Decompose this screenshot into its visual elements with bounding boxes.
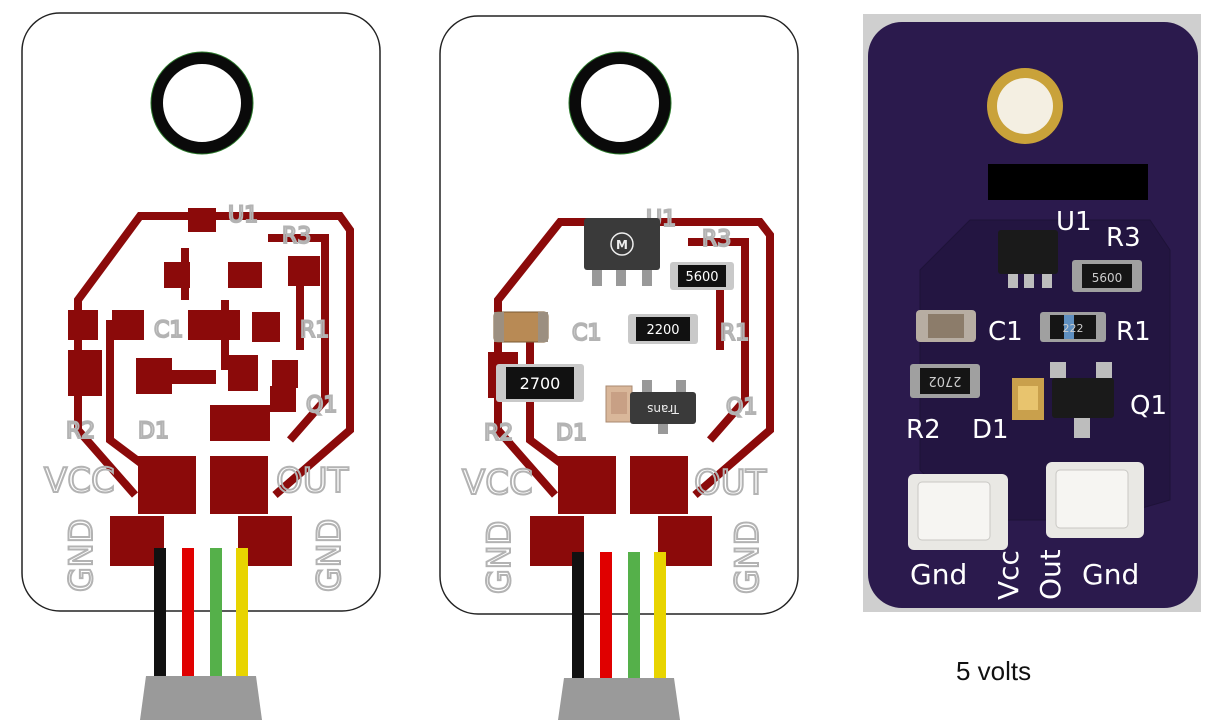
label-d1: D1 [972,415,1009,445]
label-gnd-left: GND [62,519,100,592]
r3-resistor: 5600 [670,262,734,290]
label-r2: R2 [484,421,513,446]
photo-silkscreen: U1 R3 C1 R1 Q1 R2 D1 Gnd Vcc Out Gnd [906,207,1167,600]
u1-regulator: M [584,218,660,286]
r1-resistor: 222 [1040,312,1106,342]
label-d1: D1 [556,421,587,446]
r1-value: 2200 [646,323,679,338]
components: M 5600 2200 2700 [493,218,734,434]
label-c1: C1 [154,318,183,343]
c1-capacitor [916,310,976,342]
label-gnd-right: GND [310,519,348,592]
photo-components: 5600 222 2702 [908,230,1144,550]
r2-value: 2700 [520,374,561,393]
label-vcc: VCC [462,463,533,503]
u1-logo-icon [610,232,634,256]
label-r2: R2 [906,415,941,445]
cable [140,548,262,720]
label-u1: U1 [1056,207,1092,237]
mounting-hole [569,52,671,154]
silkscreen-labels: U1 R3 C1 R1 Q1 R2 D1 VCC OUT GND GND [461,206,768,595]
r3-value: 5600 [685,270,718,285]
r1-resistor: 2200 [628,314,698,344]
label-vcc: Vcc [992,550,1025,600]
label-r3: R3 [282,224,311,249]
assembled-layout-panel: U1 R3 C1 R1 Q1 R2 D1 VCC OUT GND GND M 5… [439,15,799,720]
c1-capacitor [493,311,549,343]
q1-transistor: Trans [630,380,696,434]
label-q1: Q1 [726,395,757,420]
r2-resistor: 2702 [910,364,980,398]
silkscreen-labels: U1 R3 C1 R1 Q1 R2 D1 VCC OUT GND GND [43,202,350,593]
d1-diode [1012,378,1044,420]
label-r3: R3 [1106,223,1141,253]
label-d1: D1 [138,419,169,444]
u1-regulator [998,230,1058,288]
label-out: OUT [694,463,767,503]
label-gnd-left: GND [480,521,518,594]
label-r1: R1 [1116,317,1151,347]
mounting-hole [151,52,253,154]
label-r2: R2 [66,419,95,444]
connector-right [1046,462,1144,538]
label-q1: Q1 [1130,391,1167,421]
cable [558,552,680,720]
copper-pads [68,208,320,566]
label-q1: Q1 [306,393,337,418]
redaction-bar [988,164,1148,200]
q1-transistor [1050,362,1114,438]
r1-value: 222 [1063,322,1084,335]
label-out: Out [1034,549,1067,600]
r3-value: 5600 [1092,271,1123,285]
caption-voltage: 5 volts [956,656,1032,686]
label-u1: U1 [228,203,258,228]
q1-marking: Trans [647,402,680,416]
connector-left [908,474,1008,550]
board-photo-panel: 5600 222 2702 [863,14,1201,612]
label-r3: R3 [702,227,731,252]
r2-value: 2702 [928,373,961,388]
label-r1: R1 [720,321,749,346]
r2-resistor: 2700 [496,364,584,402]
label-vcc: VCC [44,461,115,501]
label-c1: C1 [988,317,1023,347]
label-c1: C1 [572,321,601,346]
u1-logo: M [616,238,628,252]
label-gnd-right: GND [728,521,766,594]
label-gnd-left: Gnd [910,558,967,591]
pcb-layout-panel: U1 R3 C1 R1 Q1 R2 D1 VCC OUT GND GND [21,12,381,720]
label-out: OUT [276,461,349,501]
d1-diode [605,385,633,423]
r3-resistor: 5600 [1072,260,1142,292]
label-r1: R1 [300,318,329,343]
label-gnd-right: Gnd [1082,558,1139,591]
